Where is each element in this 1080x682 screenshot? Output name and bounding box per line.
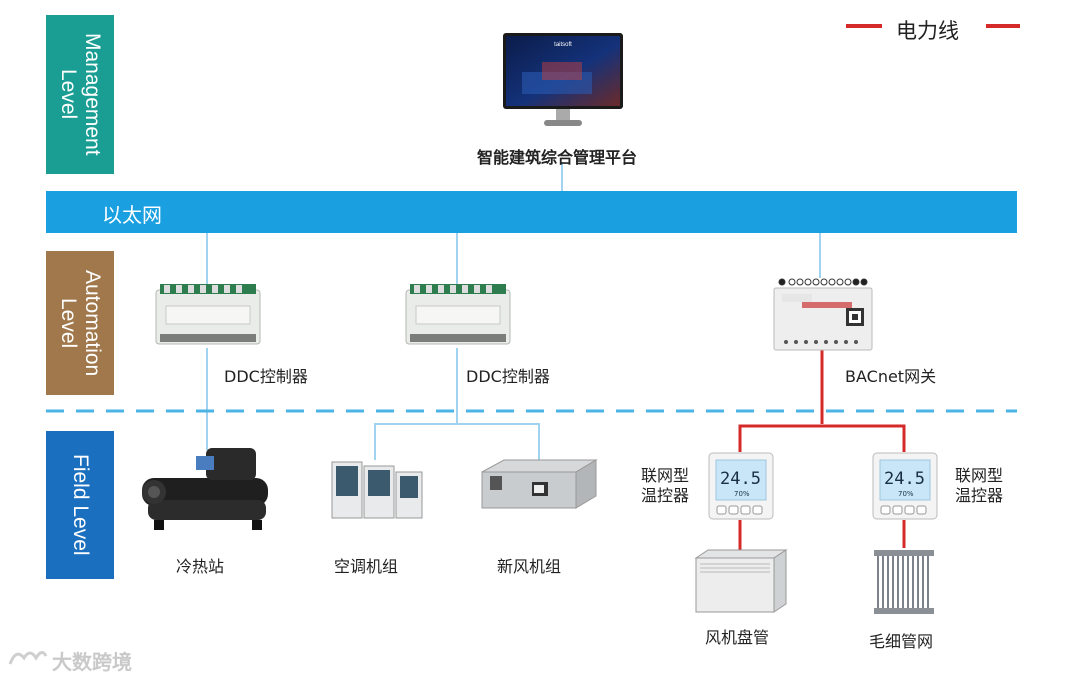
ethernet-bus: 以太网: [46, 191, 1017, 233]
fresh-air-unit-label: 新风机组: [497, 557, 562, 576]
ddc-controller-2-label: DDC控制器: [466, 367, 550, 386]
bacnet-gateway-label: BACnet网关: [845, 367, 937, 386]
legend-line-right: [986, 24, 1020, 28]
field-level-label: Field Level: [46, 431, 114, 579]
capillary-network-icon: [874, 550, 934, 614]
thermostat-right-icon: 24.5 70%: [872, 452, 938, 520]
ddc-controller-1-icon: [155, 284, 261, 345]
svg-text:24.5: 24.5: [884, 469, 925, 489]
thermostat-left-label: 联网型 温控器: [641, 466, 690, 505]
thermostat-right-label: 联网型 温控器: [955, 466, 1004, 505]
watermark-text: 大数跨境: [52, 650, 132, 674]
chiller-icon: [142, 448, 268, 530]
ddc-controller-2-icon: [405, 284, 511, 345]
svg-text:70%: 70%: [734, 490, 750, 498]
monitor-icon: taitsoft: [503, 33, 623, 126]
legend-label: 电力线: [896, 19, 959, 43]
thermostat-left-icon: 24.5 70%: [708, 452, 774, 520]
platform-label: 智能建筑综合管理平台: [477, 148, 638, 167]
svg-text:70%: 70%: [898, 490, 914, 498]
management-level-label: Management Level: [46, 15, 114, 174]
ac-unit-icon: [331, 461, 423, 519]
capillary-network-label: 毛细管网: [869, 632, 934, 651]
ethernet-label: 以太网: [102, 203, 162, 227]
legend-line-left: [846, 24, 882, 28]
fan-coil-label: 风机盘管: [705, 628, 770, 647]
chiller-label: 冷热站: [176, 557, 225, 576]
bacnet-gateway-icon: [773, 278, 873, 351]
svg-text:taitsoft: taitsoft: [554, 42, 572, 48]
automation-level-label: Automation Level: [46, 251, 114, 395]
fresh-air-unit-icon: [481, 459, 598, 509]
fan-coil-icon: [694, 549, 788, 613]
ddc-controller-1-label: DDC控制器: [224, 367, 308, 386]
watermark-logo-icon: [8, 651, 48, 665]
ac-unit-label: 空调机组: [334, 557, 399, 576]
svg-text:24.5: 24.5: [720, 469, 761, 489]
